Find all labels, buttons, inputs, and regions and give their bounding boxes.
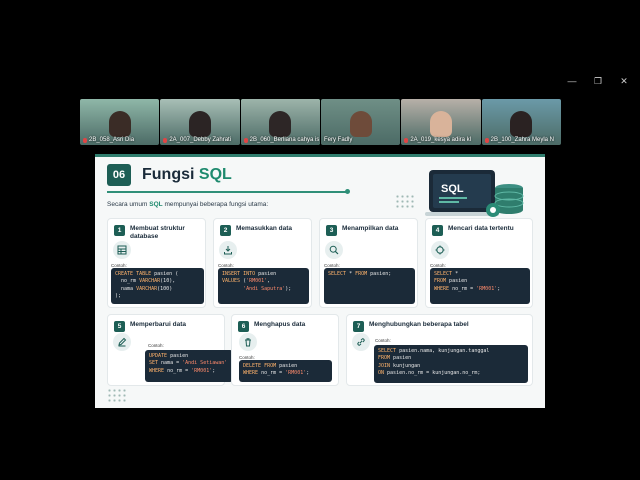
mic-muted-icon (484, 137, 489, 143)
card-title: Mencari data tertentu (448, 225, 514, 232)
card-title: Menghapus data (254, 321, 306, 328)
restore-icon[interactable]: ❐ (593, 76, 603, 86)
slide-number-badge: 06 (107, 164, 131, 186)
close-icon[interactable]: ✕ (620, 76, 628, 86)
title-underline-dot (345, 189, 350, 194)
code-block-update: UPDATE pasien SET nama = 'Andi Setiawan'… (145, 350, 233, 382)
slide-title: Fungsi SQL (142, 166, 232, 183)
function-card-join: 7 Menghubungkan beberapa tabel Contoh: S… (346, 314, 533, 386)
shared-slide: 06 Fungsi SQL Secara umum SQL mempunyai … (95, 154, 545, 408)
link-icon (352, 333, 370, 351)
participant-name: 2B_100_Zahra Meyla N (490, 137, 555, 143)
example-label: Contoh: (218, 263, 234, 268)
example-label: Contoh: (324, 263, 340, 268)
decor-dots (107, 388, 127, 402)
code-block-delete: DELETE FROM pasien WHERE no_rm = 'RM001'… (239, 360, 332, 382)
card-title: Menghubungkan beberapa tabel (369, 321, 469, 328)
code-block-insert: INSERT INTO pasien VALUES ('RM001', 'And… (218, 268, 309, 304)
participant-name: 2B_060_Berliana cahya is (249, 137, 320, 143)
hero-sql-label: SQL (441, 183, 464, 195)
mic-muted-icon (83, 137, 87, 143)
slide-top-bar (95, 154, 545, 157)
participant-tile[interactable]: 2B_060_Berliana cahya is (240, 99, 320, 145)
participant-tile[interactable]: Fery Fadly (320, 99, 401, 145)
participant-tile[interactable]: 2B_058_Asri Dia (80, 99, 160, 145)
participant-name: 2A_007_Debby Zahrati (169, 137, 232, 143)
code-block-where: SELECT * FROM pasien WHERE no_rm = 'RM00… (430, 268, 530, 304)
function-card-update: 5 Memperbarui data Contoh: UPDATE pasien… (107, 314, 233, 386)
slide-subtitle: Secara umum SQL mempunyai beberapa fungs… (107, 201, 269, 208)
function-card-where: 4 Mencari data tertentu Contoh: SELECT *… (425, 218, 533, 308)
card-title: Menampilkan data (342, 225, 399, 232)
trash-icon (239, 333, 257, 351)
mic-muted-icon (163, 137, 168, 143)
code-block-create: CREATE TABLE pasien ( no_rm VARCHAR(10),… (111, 268, 204, 304)
card-number: 2 (220, 225, 231, 236)
example-label: Contoh: (430, 263, 446, 268)
participant-strip: 2B_058_Asri Dia 2A_007_Debby Zahrati 2B_… (80, 99, 561, 145)
card-title: Membuat struktur database (130, 225, 185, 240)
card-number: 6 (238, 321, 249, 332)
example-label: Contoh: (375, 338, 391, 343)
mic-muted-icon (404, 137, 409, 143)
mic-muted-icon (243, 137, 248, 143)
function-card-insert: 2 Memasukkan data Contoh: INSERT INTO pa… (213, 218, 312, 308)
card-number: 4 (432, 225, 443, 236)
card-number: 1 (114, 225, 125, 236)
participant-tile[interactable]: 2A_007_Debby Zahrati (160, 99, 240, 145)
title-underline (107, 191, 347, 193)
example-label: Contoh: (239, 355, 255, 360)
card-number: 5 (114, 321, 125, 332)
participant-name: 2B_058_Asri Dia (89, 137, 135, 143)
card-number: 3 (326, 225, 337, 236)
function-card-create: 1 Membuat struktur database Contoh: CREA… (107, 218, 206, 308)
function-card-select: 3 Menampilkan data Contoh: SELECT * FROM… (319, 218, 418, 308)
code-block-select: SELECT * FROM pasien; (324, 268, 415, 304)
participant-tile[interactable]: 2A_019_kesya adira kl (401, 99, 481, 145)
participant-tile[interactable]: 2B_100_Zahra Meyla N (481, 99, 561, 145)
crosshair-icon (431, 241, 449, 259)
code-block-join: SELECT pasien.nama, kunjungan.tanggal FR… (374, 345, 528, 383)
example-label: Contoh: (111, 263, 127, 268)
edit-icon (113, 333, 131, 351)
database-illustration-icon: SQL (425, 170, 524, 217)
participant-name: 2A_019_kesya adira kl (410, 137, 472, 143)
participant-name: Fery Fadly (323, 137, 353, 143)
card-number: 7 (353, 321, 364, 332)
download-icon (219, 241, 237, 259)
window-controls: — ❐ ✕ (566, 76, 630, 87)
search-icon (325, 241, 343, 259)
card-title: Memasukkan data (236, 225, 292, 232)
card-title: Memperbarui data (130, 321, 186, 328)
function-card-delete: 6 Menghapus data Contoh: DELETE FROM pas… (231, 314, 339, 386)
decor-dots (395, 194, 415, 208)
table-icon (113, 241, 131, 259)
minimize-icon[interactable]: — (567, 76, 577, 86)
example-label: Contoh: (148, 343, 164, 348)
